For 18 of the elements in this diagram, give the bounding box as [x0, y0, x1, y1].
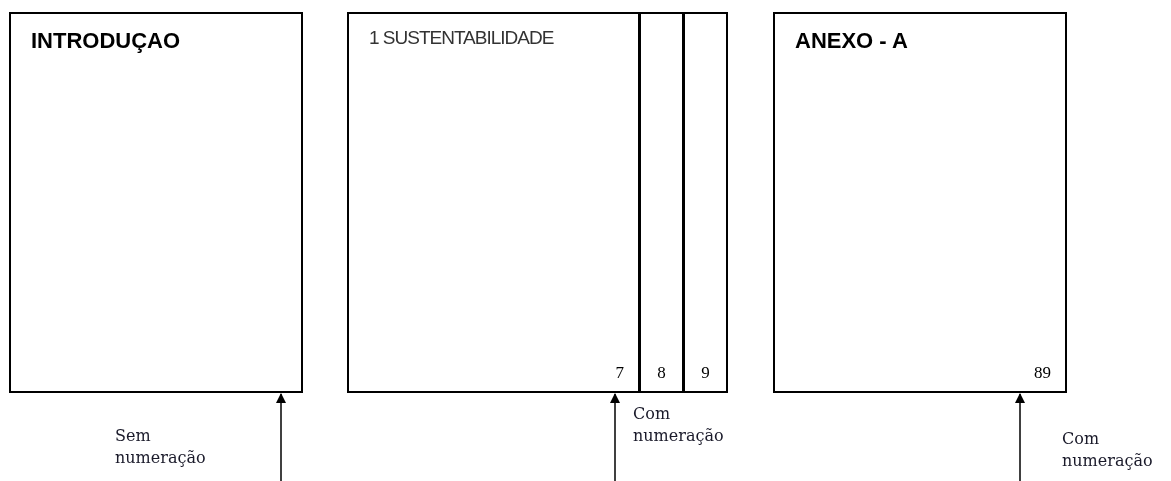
- arrow: [1015, 393, 1025, 481]
- page-box: [347, 12, 640, 393]
- page-box: [773, 12, 1067, 393]
- note-text: Com numeração: [633, 403, 725, 447]
- page-heading: 1 SUSTENTABILIDADE: [369, 26, 554, 50]
- page-number: 89: [1034, 361, 1051, 384]
- note-text: Sem numeração: [115, 425, 207, 469]
- arrow: [610, 393, 620, 481]
- page-number: 9: [700, 361, 711, 384]
- page-number: 7: [615, 361, 624, 384]
- page-box: [639, 12, 684, 393]
- page-heading: ANEXO - A: [795, 27, 908, 55]
- page-box: [683, 12, 728, 393]
- page-number: 8: [656, 361, 667, 384]
- page-heading: INTRODUÇAO: [31, 27, 181, 55]
- arrow: [276, 393, 286, 481]
- note-text: Com numeração: [1062, 428, 1154, 472]
- page-box: [9, 12, 303, 393]
